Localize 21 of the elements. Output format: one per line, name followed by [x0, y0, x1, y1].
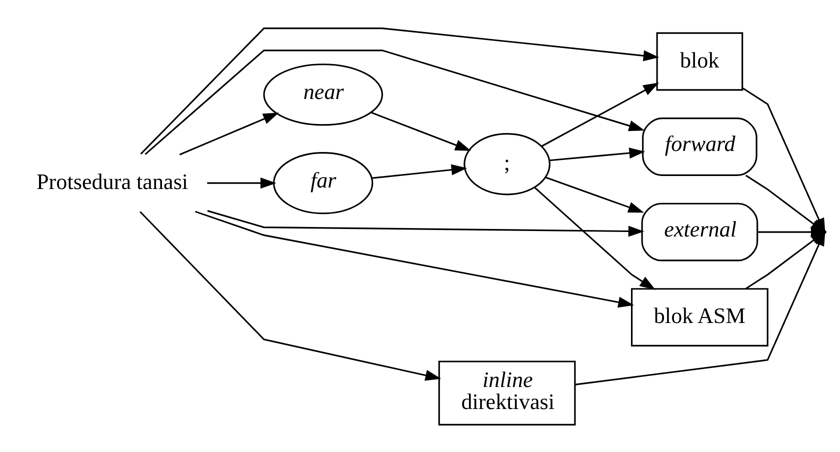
arrow — [550, 147, 646, 161]
arrow — [534, 186, 656, 290]
arrow — [144, 49, 645, 154]
arrow — [370, 111, 471, 150]
node-ellipse: ; — [464, 132, 550, 195]
arrow — [140, 27, 660, 154]
arrow — [545, 176, 644, 212]
arrow — [179, 112, 279, 155]
arrow — [207, 177, 276, 188]
arrow — [541, 82, 659, 146]
node-box: external — [641, 202, 758, 261]
arrow — [140, 210, 442, 380]
node-ellipse: far — [273, 152, 374, 214]
node-box: forward — [642, 117, 758, 176]
arrow — [207, 210, 644, 236]
node-box: blok ASM — [631, 288, 768, 346]
node-box: inline direktivasi — [438, 360, 576, 425]
node-text: Protsedura tanasi — [36, 168, 188, 194]
arrow — [372, 164, 468, 178]
node-box: blok — [656, 32, 744, 90]
arrow — [194, 210, 634, 308]
